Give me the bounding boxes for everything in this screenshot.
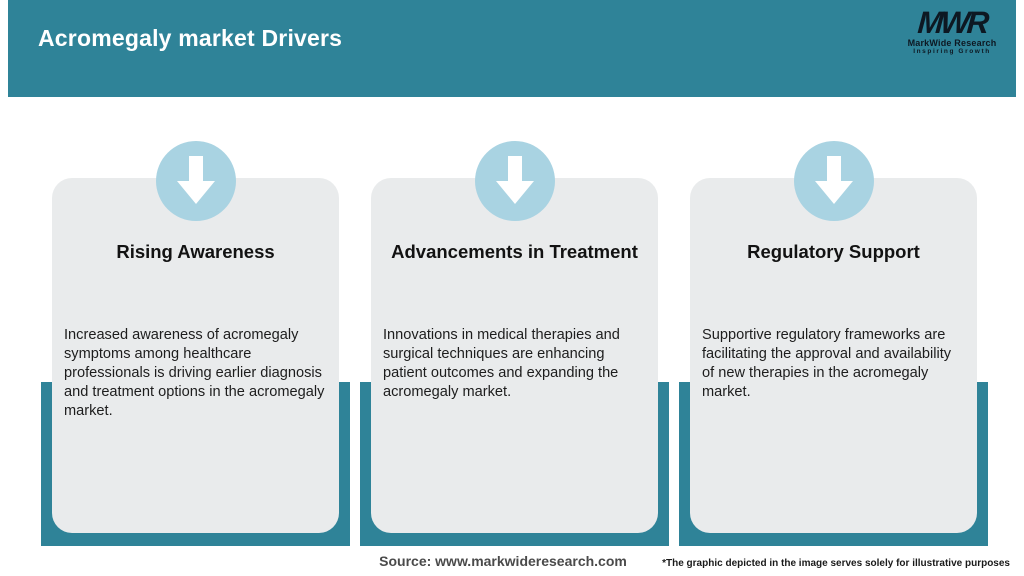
logo-name: MarkWide Research	[907, 38, 997, 48]
source-text: Source: www.markwideresearch.com	[379, 553, 627, 569]
disclaimer-text: *The graphic depicted in the image serve…	[662, 558, 1010, 569]
markwide-research-logo: MWR MarkWide Research Inspiring Growth	[902, 5, 1002, 56]
driver-card-rising-awareness: Rising Awareness Increased awareness of …	[52, 141, 339, 533]
card-title: Advancements in Treatment	[391, 241, 638, 262]
card-title: Rising Awareness	[116, 241, 275, 262]
logo-monogram: MWR	[916, 5, 988, 40]
page-title: Acromegaly market Drivers	[38, 25, 343, 51]
down-arrow-icon	[793, 141, 874, 221]
down-arrow-icon	[155, 141, 236, 221]
card-description: Innovations in medical therapies and sur…	[383, 327, 620, 400]
down-arrow-icon	[474, 141, 555, 221]
logo-tagline: Inspiring Growth	[913, 48, 991, 55]
card-title: Regulatory Support	[747, 241, 920, 262]
driver-card-advancements-in-treatment: Advancements in Treatment Innovations in…	[371, 141, 658, 533]
driver-card-regulatory-support: Regulatory Support Supportive regulatory…	[690, 141, 977, 533]
card-description: Increased awareness of acromegaly sympto…	[64, 327, 325, 419]
header-bar: Acromegaly market Drivers MWR MarkWide R…	[8, 0, 1016, 97]
card-description: Supportive regulatory frameworks are fac…	[702, 327, 952, 400]
